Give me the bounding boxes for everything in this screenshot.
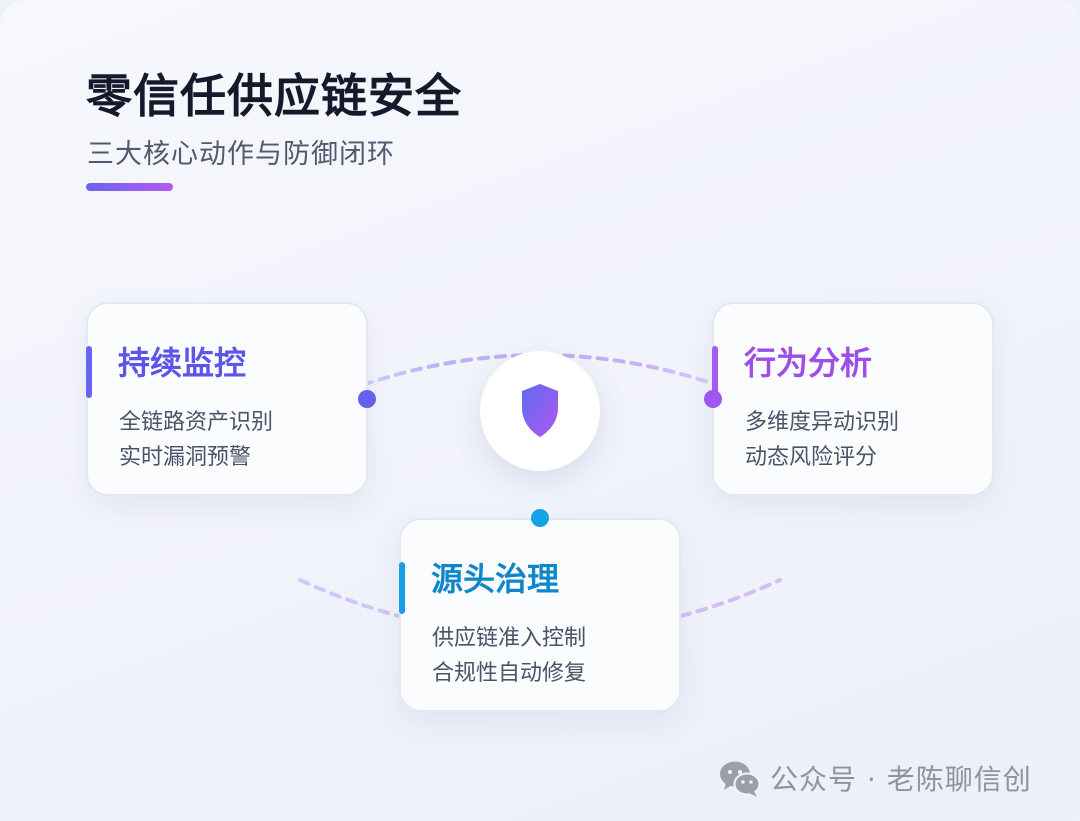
card-accent-stripe — [86, 346, 92, 398]
card-title: 源头治理 — [431, 560, 560, 598]
card-title: 持续监控 — [118, 344, 247, 382]
card-continuous-monitoring: 持续监控 全链路资产识别 实时漏洞预警 — [86, 302, 368, 496]
card-point: 动态风险评分 — [745, 445, 878, 470]
card-accent-stripe — [712, 346, 718, 398]
page-subtitle: 三大核心动作与防御闭环 — [87, 139, 395, 170]
card-behavior-analysis: 行为分析 多维度异动识别 动态风险评分 — [712, 302, 994, 496]
shield-icon — [522, 384, 558, 437]
footer-watermark: 公众号 · 老陈聊信创 — [718, 756, 1032, 800]
card-point: 实时漏洞预警 — [119, 445, 252, 470]
card-accent-stripe — [399, 562, 405, 614]
connector-node-bottom — [531, 509, 549, 527]
card-point: 多维度异动识别 — [745, 410, 900, 435]
wechat-icon — [720, 761, 761, 797]
card-title: 行为分析 — [744, 344, 873, 382]
title-accent-bar — [86, 183, 173, 191]
card-point: 供应链准入控制 — [432, 626, 587, 651]
connector-node-left — [358, 390, 376, 408]
page-title: 零信任供应链安全 — [86, 69, 462, 123]
central-hub — [480, 351, 600, 471]
card-point: 全链路资产识别 — [119, 410, 274, 435]
footer-text: 公众号 · 老陈聊信创 — [770, 763, 1032, 796]
card-point: 合规性自动修复 — [432, 661, 587, 686]
connector-node-right — [704, 390, 722, 408]
card-source-governance: 源头治理 供应链准入控制 合规性自动修复 — [399, 518, 681, 712]
